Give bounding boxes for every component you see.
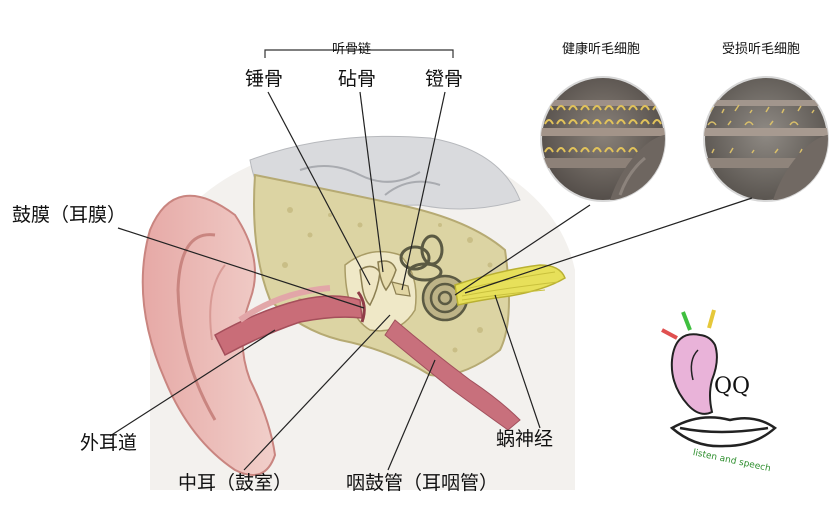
brain-fold	[384, 180, 441, 196]
eardrum-label: 鼓膜（耳膜）	[12, 204, 127, 226]
logo-ray	[681, 311, 692, 331]
logo-letters: QQ	[714, 374, 751, 399]
healthy-cells-image	[540, 76, 666, 202]
brain-fold	[299, 165, 421, 183]
logo-lips	[669, 416, 778, 448]
damaged-cells-image	[703, 76, 829, 202]
logo-ear-fold	[690, 349, 699, 381]
incus-label: 砧骨	[338, 68, 377, 90]
ossicles-bracket	[264, 49, 454, 58]
logo-ray	[707, 309, 716, 329]
middle-ear-label: 中耳（鼓室）	[178, 472, 293, 494]
healthy-cells-label: 健康听毛细胞	[562, 42, 641, 57]
outer-canal-label: 外耳道	[80, 432, 138, 454]
eustachian-tube-shape	[384, 319, 521, 431]
pinna-fold	[176, 233, 217, 421]
inner-ear	[399, 234, 444, 282]
qq-logo	[661, 309, 778, 448]
ossicles-group-label: 听骨链	[332, 42, 372, 57]
pinna-fold	[209, 264, 226, 341]
eardrum-shape	[356, 291, 366, 323]
eustachian-tube-label: 咽鼓管（耳咽管）	[346, 472, 499, 494]
logo-ray	[661, 328, 678, 340]
skin-layer	[238, 285, 331, 323]
damaged-cells-label: 受损听毛细胞	[722, 42, 801, 57]
malleus-label: 锤骨	[245, 68, 284, 90]
logo-ear	[670, 333, 718, 415]
cochlear-nerve-label: 蜗神经	[496, 428, 554, 450]
stapes-label: 镫骨	[425, 68, 464, 90]
pinna	[141, 194, 277, 476]
leader-lines	[109, 91, 753, 471]
